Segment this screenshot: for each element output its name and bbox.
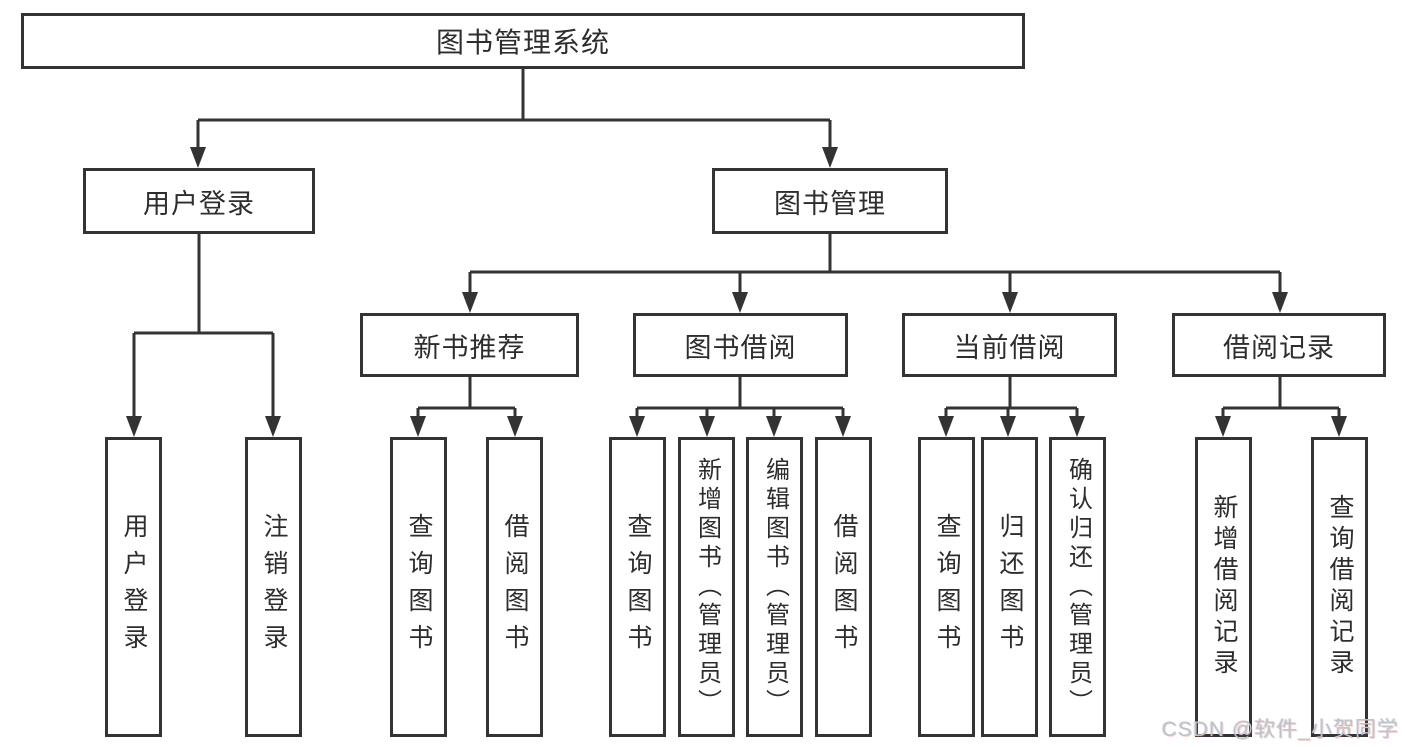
arrowhead-records xyxy=(1272,292,1288,313)
node-borrowing-records: 借阅记录 xyxy=(1172,313,1386,377)
node-label: 图书管理 xyxy=(774,188,886,219)
node-user-login: 用户登录 xyxy=(83,168,315,234)
arrowhead-mgmt xyxy=(822,147,838,168)
arrowhead-leaf-8 xyxy=(835,416,851,437)
node-book-management: 图书管理 xyxy=(712,168,948,234)
arrowhead-leaf-12 xyxy=(1215,416,1231,437)
leaf-label: 借阅图书 xyxy=(501,513,529,661)
arrowhead-current xyxy=(1002,292,1018,313)
connector-borrow-split xyxy=(635,377,845,420)
connector-lines xyxy=(196,68,832,150)
connector-root-split xyxy=(196,68,832,150)
leaf-query-books-current: 查询图书 xyxy=(918,437,975,737)
arrowhead-leaf-4 xyxy=(507,416,523,437)
arrowhead-borrow xyxy=(732,292,748,313)
node-current-borrowing: 当前借阅 xyxy=(902,313,1117,377)
arrowhead-leaf-11 xyxy=(1069,416,1085,437)
node-new-book-recommendation: 新书推荐 xyxy=(360,313,579,377)
leaf-label: 确认归还（管理员） xyxy=(1064,456,1092,718)
leaf-label: 用户登录 xyxy=(120,513,148,661)
leaf-label: 查询图书 xyxy=(624,513,652,661)
arrowhead-leaf-10 xyxy=(1000,416,1016,437)
leaf-borrow-books: 借阅图书 xyxy=(815,437,872,737)
arrowhead-leaf-2 xyxy=(265,416,281,437)
node-label: 图书管理系统 xyxy=(435,27,610,58)
node-label: 借阅记录 xyxy=(1223,332,1335,363)
connector-current-split xyxy=(944,377,1079,420)
arrowhead-login xyxy=(190,147,206,168)
leaf-label: 归还图书 xyxy=(996,513,1024,661)
arrowhead-leaf-3 xyxy=(410,416,426,437)
arrowhead-newbook xyxy=(462,292,478,313)
leaf-label: 新增图书（管理员） xyxy=(693,456,721,718)
csdn-watermark: CSDN @软件_小贺同学 xyxy=(1161,718,1399,741)
connector-mgmt-split xyxy=(468,234,1282,296)
connector-login-split xyxy=(132,234,275,420)
arrowhead-leaf-7 xyxy=(766,416,782,437)
connector-newbook-split xyxy=(416,377,517,420)
node-label: 用户登录 xyxy=(143,188,255,219)
leaf-borrow-books-recommend: 借阅图书 xyxy=(486,437,543,737)
arrowhead-leaf-1 xyxy=(126,416,142,437)
arrowhead-leaf-6 xyxy=(699,416,715,437)
node-label: 图书借阅 xyxy=(684,332,797,363)
connector-records-split xyxy=(1221,377,1341,420)
node-library-management-system: 图书管理系统 xyxy=(21,13,1025,69)
leaf-add-borrow-record: 新增借阅记录 xyxy=(1195,437,1252,737)
leaf-return-book: 归还图书 xyxy=(981,437,1038,737)
leaf-query-borrow-record: 查询借阅记录 xyxy=(1311,437,1368,737)
leaf-query-books-recommend: 查询图书 xyxy=(390,437,447,737)
leaf-label: 新增借阅记录 xyxy=(1210,494,1238,680)
arrowhead-leaf-9 xyxy=(938,416,954,437)
leaf-label: 查询图书 xyxy=(933,513,961,661)
leaf-label: 借阅图书 xyxy=(830,513,858,661)
leaf-logout: 注销登录 xyxy=(245,437,302,737)
node-book-borrowing: 图书借阅 xyxy=(633,313,848,377)
leaf-label: 查询图书 xyxy=(405,513,433,661)
leaf-label: 查询借阅记录 xyxy=(1326,494,1354,680)
leaf-label: 注销登录 xyxy=(260,513,288,661)
arrowhead-leaf-13 xyxy=(1331,416,1347,437)
leaf-add-book-admin: 新增图书（管理员） xyxy=(678,437,735,737)
node-label: 新书推荐 xyxy=(413,332,526,363)
leaf-confirm-return-admin: 确认归还（管理员） xyxy=(1049,437,1106,737)
leaf-query-books-borrow: 查询图书 xyxy=(609,437,666,737)
node-label: 当前借阅 xyxy=(953,332,1066,363)
leaf-edit-book-admin: 编辑图书（管理员） xyxy=(746,437,803,737)
leaf-user-login: 用户登录 xyxy=(105,437,162,737)
arrowhead-leaf-5 xyxy=(629,416,645,437)
leaf-label: 编辑图书（管理员） xyxy=(761,456,789,718)
